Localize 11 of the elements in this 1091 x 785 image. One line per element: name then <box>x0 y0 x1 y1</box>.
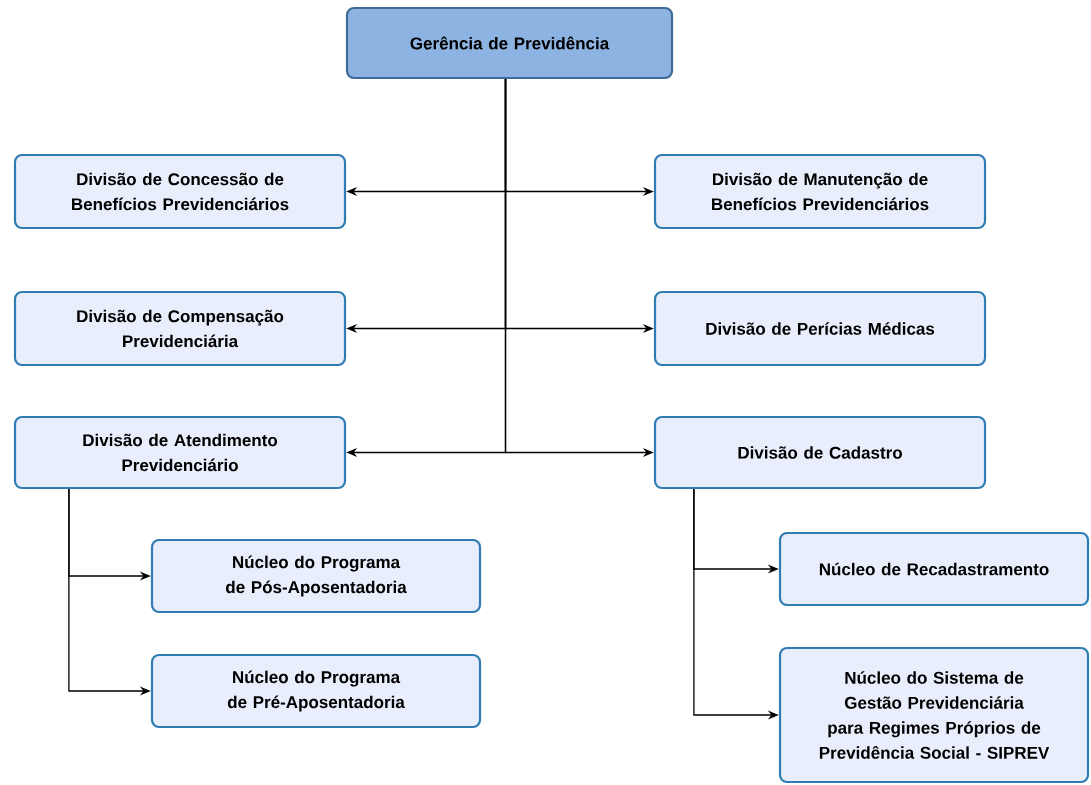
department-box: Divisão de Manutenção de Benefícios Previdenciários <box>653 153 987 230</box>
header-box: Gerência de Previdência <box>345 6 674 80</box>
department-box: Divisão de Cadastro <box>653 415 987 490</box>
department-box: Divisão de Compensação Previdenciária <box>13 290 347 367</box>
department-box: Divisão de Concessão de Benefícios Previdenciários <box>13 153 347 230</box>
department-box: Núcleo do Programa de Pré-Aposentadoria <box>150 653 482 729</box>
department-box: Núcleo do Sistema de Gestão Previdenciária para Regimes Próprios de Previdência Social - SIPREV <box>778 646 1090 784</box>
department-box: Divisão de Perícias Médicas <box>653 290 987 367</box>
department-box: Núcleo de Recadastramento <box>778 531 1090 607</box>
department-box: Núcleo do Programa de Pós-Aposentadoria <box>150 538 482 614</box>
department-box: Divisão de Atendimento Previdenciário <box>13 415 347 490</box>
